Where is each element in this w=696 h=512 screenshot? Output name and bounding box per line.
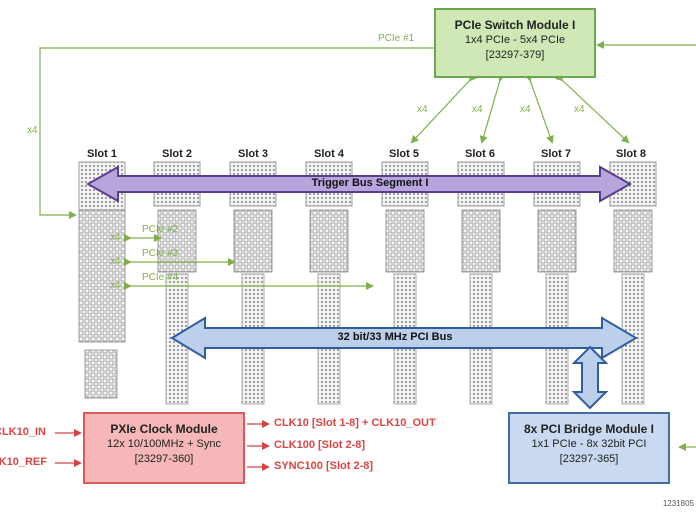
- x4-label-slot5: x4: [417, 104, 428, 115]
- x4-label-pcie3: x4: [110, 256, 121, 267]
- trigger-bus-label: Trigger Bus Segment I: [311, 177, 429, 189]
- slot-1-lower-connector: [84, 349, 118, 399]
- pcie3-label: PCIe #3: [142, 248, 179, 259]
- slot-5-pcie-connector: [385, 209, 425, 273]
- pcie-switch-title: PCIe Switch Module I: [454, 18, 576, 32]
- slot-1-label: Slot 1: [87, 148, 117, 160]
- slot-5-label: Slot 5: [389, 148, 419, 160]
- slot-connectors: [78, 161, 657, 405]
- pcie1-line: [39, 47, 434, 219]
- clk10-out-label: CLK10 [Slot 1-8] + CLK10_OUT: [274, 417, 436, 429]
- x4-label-left: x4: [27, 125, 38, 136]
- slot-8-label: Slot 8: [616, 148, 646, 160]
- bridge-link-arrow: [571, 345, 609, 410]
- bridge-module-spec: 1x1 PCIe - 8x 32bit PCI: [531, 438, 647, 450]
- clk10-in-label: CLK10_IN: [0, 426, 46, 438]
- slot-7-pcie-connector: [537, 209, 577, 273]
- x4-link-slot8: [554, 72, 630, 144]
- slot-7-label: Slot 7: [541, 148, 571, 160]
- pcie1-label: PCIe #1: [378, 33, 415, 44]
- bridge-module-part: [23297-365]: [559, 453, 619, 465]
- clock-module: PXIe Clock Module 12x 10/100MHz + Sync […: [83, 412, 245, 484]
- trigger-bus-arrow: [85, 165, 633, 203]
- x4-label-slot6: x4: [472, 104, 483, 115]
- slot-4-label: Slot 4: [314, 148, 344, 160]
- pcie-switch-part: [23297-379]: [485, 49, 545, 61]
- slot-2-label: Slot 2: [162, 148, 192, 160]
- slot-4-pcie-connector: [309, 209, 349, 273]
- pcie4-label: PCIe #4: [142, 272, 179, 283]
- x4-label-pcie4: x4: [110, 280, 121, 291]
- pci-bridge-module: 8x PCI Bridge Module I 1x1 PCIe - 8x 32b…: [508, 412, 670, 484]
- slot-6-pcie-connector: [461, 209, 501, 273]
- pcie2-label: PCIe #2: [142, 224, 179, 235]
- clock-module-spec: 12x 10/100MHz + Sync: [106, 438, 222, 450]
- clock-module-part: [23297-360]: [134, 453, 194, 465]
- slot-8-pcie-connector: [613, 209, 653, 273]
- figure-id: 1231805: [662, 499, 694, 508]
- slot-3-pcie-connector: [233, 209, 273, 273]
- clk10-ref-label: CLK10_REF: [0, 456, 47, 468]
- bridge-module-title: 8x PCI Bridge Module I: [523, 422, 655, 436]
- x4-link-slot5: [410, 72, 478, 144]
- x4-label-slot8: x4: [574, 104, 585, 115]
- pcie-switch-spec: 1x4 PCIe - 5x4 PCIe: [464, 34, 566, 46]
- slot-3-label: Slot 3: [238, 148, 268, 160]
- pcie-switch-module: PCIe Switch Module I 1x4 PCIe - 5x4 PCIe…: [434, 8, 596, 78]
- x4-label-pcie2: x4: [110, 232, 121, 243]
- pci-bus-arrow: [170, 316, 638, 360]
- clock-lines: [55, 420, 270, 471]
- sync100-out-label: SYNC100 [Slot 2-8]: [274, 460, 374, 472]
- pci-bus-label: 32 bit/33 MHz PCI Bus: [337, 331, 453, 343]
- x4-link-slot6: [479, 73, 506, 144]
- x4-link-slot7: [524, 73, 554, 144]
- slot-1-main-connector: [78, 209, 126, 343]
- clk100-out-label: CLK100 [Slot 2-8]: [274, 439, 366, 451]
- slot-6-label: Slot 6: [465, 148, 495, 160]
- clock-module-title: PXIe Clock Module: [110, 422, 218, 436]
- x4-label-slot7: x4: [520, 104, 531, 115]
- slot-2-pcie-connector: [157, 209, 197, 273]
- pcie-links: [39, 41, 696, 290]
